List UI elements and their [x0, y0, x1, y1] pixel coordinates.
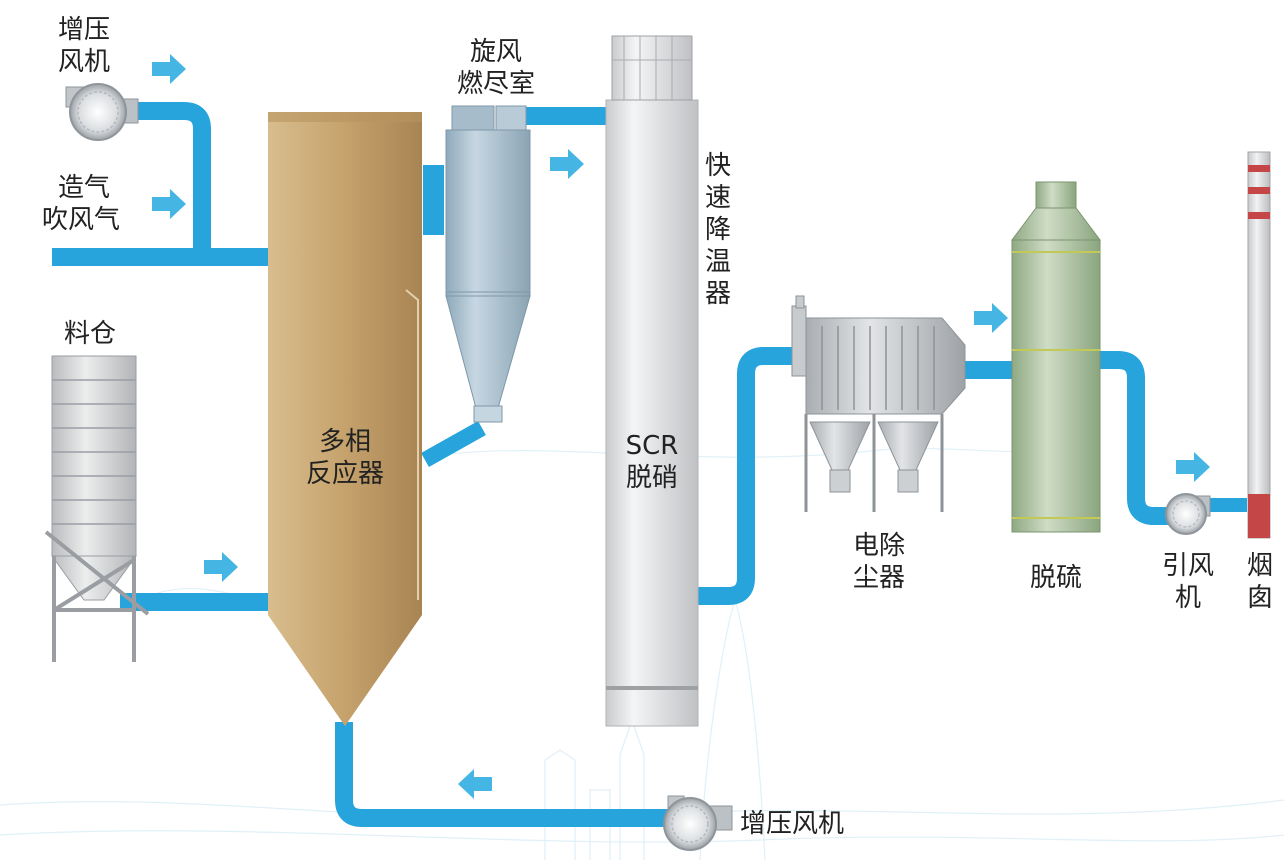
label-line: 旋风: [469, 37, 522, 67]
label-line: 快: [704, 151, 731, 181]
label-line: 吹风气: [42, 205, 121, 235]
label-line: 风机: [58, 47, 111, 77]
label-line: 速: [704, 183, 731, 213]
label-quench: 快 速 降 温 器: [700, 150, 736, 310]
flow-arrows: [152, 54, 1210, 799]
label-line: 脱硝: [625, 463, 678, 493]
induced-draft-fan: [1165, 493, 1211, 535]
label-reactor: 多相 反应器: [284, 426, 406, 490]
flow-arrow-icon: [152, 54, 186, 84]
electrostatic-precipitator: [791, 295, 966, 512]
label-esp: 电除 尘器: [826, 530, 932, 594]
pipes: [52, 102, 1247, 827]
label-line: 增压: [58, 15, 111, 45]
label-line: 引风: [1161, 551, 1214, 581]
label-line: 器: [704, 279, 731, 309]
label-booster-fan-bottom: 增压风机: [740, 808, 844, 840]
label-line: 烟: [1246, 551, 1273, 581]
label-line: SCR: [625, 431, 679, 461]
label-cyclone: 旋风 燃尽室: [434, 36, 558, 100]
label-chimney: 烟 囱: [1238, 550, 1282, 614]
fan-icon: [1165, 493, 1207, 535]
label-line: 温: [704, 247, 731, 277]
label-desulfurization: 脱硫: [1000, 562, 1112, 594]
label-gasification-air: 造气 吹风气: [42, 172, 120, 236]
label-line: 降: [704, 215, 731, 245]
booster-fan-bottom: [663, 795, 733, 851]
label-line: 多相: [318, 427, 371, 457]
flow-arrow-icon: [152, 189, 186, 219]
label-line: 料仓: [64, 319, 117, 349]
scr-tower: [605, 35, 699, 727]
flow-arrow-icon: [204, 552, 238, 582]
flow-arrow-icon: [550, 149, 584, 179]
label-line: 燃尽室: [456, 69, 535, 99]
label-line: 脱硫: [1029, 563, 1082, 593]
label-line: 机: [1174, 583, 1201, 613]
label-line: 尘器: [852, 563, 905, 593]
multiphase-reactor: [268, 112, 422, 726]
booster-fan-top: [65, 83, 139, 141]
flow-arrow-icon: [1176, 452, 1210, 482]
label-line: 电除: [852, 531, 905, 561]
desulfurization-tower: [1011, 181, 1101, 533]
label-line: 造气: [58, 173, 111, 203]
flow-arrow-icon: [458, 769, 492, 799]
label-booster-fan-top: 增压 风机: [58, 14, 110, 78]
label-line: 反应器: [305, 459, 384, 489]
silo: [44, 355, 150, 662]
label-scr: SCR 脱硝: [606, 430, 698, 494]
cyclone-burnout-chamber: [445, 105, 531, 423]
label-id-fan: 引风 机: [1150, 550, 1226, 614]
label-line: 增压风机: [740, 809, 845, 839]
flow-arrow-icon: [974, 303, 1008, 333]
label-line: 囱: [1246, 583, 1273, 613]
label-silo: 料仓: [64, 318, 116, 350]
chimney: [1247, 151, 1271, 539]
